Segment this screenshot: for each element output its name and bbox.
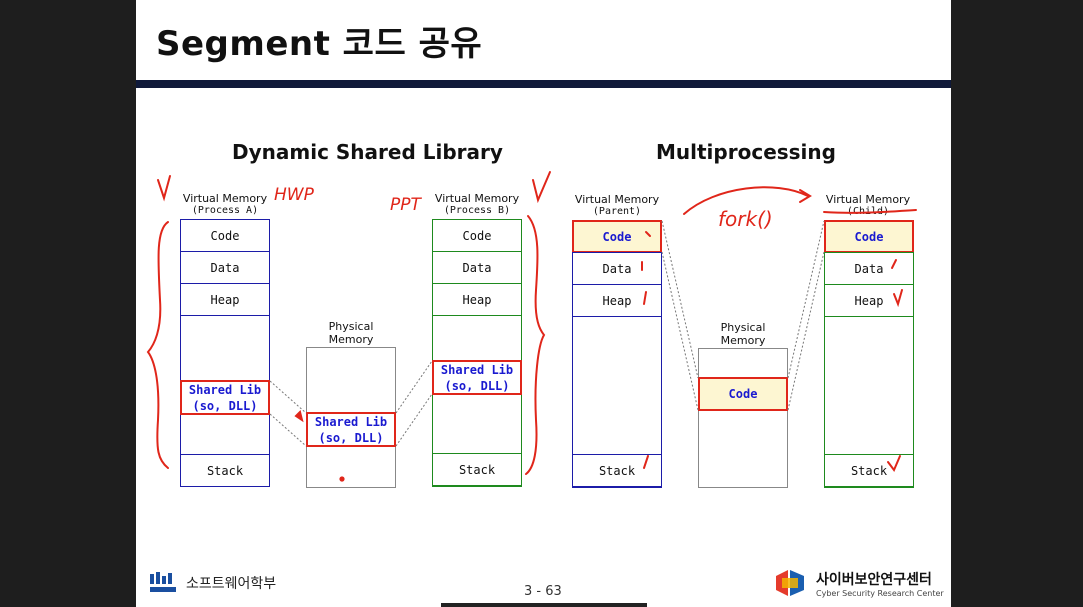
parent-label: Virtual Memory (Parent) (567, 194, 667, 218)
checkmark-icon (157, 175, 171, 202)
child-code: Code (824, 220, 914, 253)
footer-department: 소프트웨어학부 (186, 576, 277, 592)
university-logo-icon (150, 572, 180, 594)
footer-logo: 소프트웨어학부 (150, 572, 276, 594)
parent-stack: Stack (572, 454, 662, 487)
process-a-memory (180, 219, 270, 487)
brace-left-icon (146, 221, 169, 469)
physical-memory-label-right: Physical Memory (703, 321, 783, 347)
shared-lib-line2: (so, DLL) (444, 378, 510, 393)
process-a-heap: Heap (180, 283, 270, 316)
progress-strip (441, 603, 647, 607)
fork-arrow-icon (683, 186, 809, 215)
heading-dynamic-shared-library: Dynamic Shared Library (232, 140, 503, 164)
heading-multiprocessing: Multiprocessing (656, 140, 836, 164)
parent-memory (572, 220, 662, 488)
process-b-heap: Heap (432, 283, 522, 316)
process-a-label: Virtual Memory (Process A) (175, 193, 275, 217)
slide-title: Segment 코드 공유 (156, 24, 483, 64)
title-underline (136, 80, 951, 88)
child-title: Virtual Memory (825, 193, 911, 206)
mapping-lines (269, 220, 825, 447)
child-heap: Heap (824, 284, 914, 317)
arrowhead-icon (799, 189, 812, 203)
shared-lib-line1: Shared Lib (188, 382, 262, 397)
parent-title: Virtual Memory (574, 193, 660, 206)
process-b-title: Virtual Memory (434, 192, 520, 205)
physical-label-2: Memory (328, 333, 374, 346)
shared-lib-line1: Shared Lib (440, 362, 514, 377)
annotation-ppt: PPT (390, 195, 423, 215)
diagram-overlay: HWP PPT fork() (146, 171, 917, 482)
child-stack: Stack (824, 454, 914, 487)
process-b-shared-lib: Shared Lib (so, DLL) (432, 360, 522, 395)
center-name-en: Cyber Security Research Center (816, 588, 944, 598)
process-b-label: Virtual Memory (Process B) (427, 193, 527, 217)
parent-code: Code (572, 220, 662, 253)
physical-memory-label-left: Physical Memory (311, 320, 391, 346)
physical-shared-lib: Shared Lib (so, DLL) (306, 412, 396, 447)
annotation-hwp: HWP (274, 185, 315, 205)
process-b-stack: Stack (432, 453, 522, 486)
process-a-stack: Stack (180, 454, 270, 487)
process-a-title: Virtual Memory (182, 192, 268, 205)
csrc-emblem-icon (776, 570, 804, 596)
physical-memory-right (698, 348, 788, 488)
process-a-shared-lib: Shared Lib (so, DLL) (180, 380, 270, 415)
physical-label-1: Physical (720, 321, 766, 334)
brace-right-icon (525, 215, 546, 475)
child-memory (824, 220, 914, 488)
handwritten-ink (146, 171, 917, 482)
shared-lib-line2: (so, DLL) (192, 398, 258, 413)
checkmark-icon (532, 171, 551, 204)
shared-lib-line1: Shared Lib (314, 414, 388, 429)
physical-label-1: Physical (328, 320, 374, 333)
physical-label-2: Memory (720, 334, 766, 347)
physical-code: Code (698, 377, 788, 411)
center-name-kr: 사이버보안연구센터 (816, 571, 932, 588)
parent-heap: Heap (572, 284, 662, 317)
shared-lib-line2: (so, DLL) (318, 430, 384, 445)
slide: Segment 코드 공유 Dynamic Shared Library Vir… (136, 0, 951, 607)
csrc-logo: 사이버보안연구센터 Cyber Security Research Center (772, 566, 944, 600)
process-a-sub: (Process A) (191, 205, 259, 216)
annotation-fork: fork() (718, 207, 773, 231)
parent-sub: (Parent) (592, 206, 642, 217)
process-b-memory (432, 219, 522, 487)
process-b-sub: (Process B) (443, 205, 511, 216)
page-number: 3 - 63 (524, 584, 562, 599)
